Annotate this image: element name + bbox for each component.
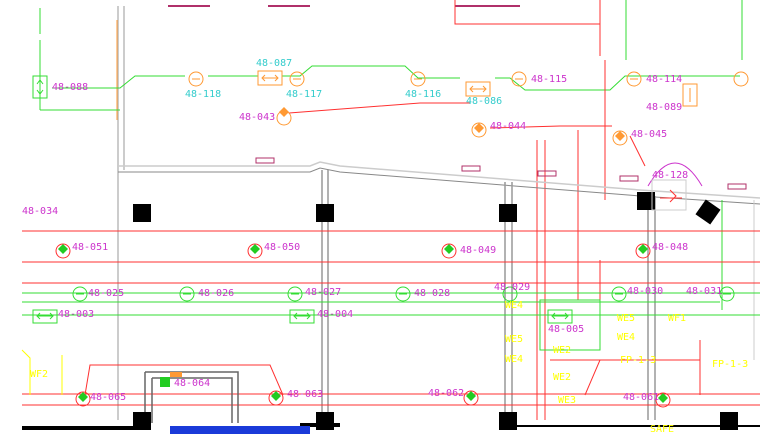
- note-we2: WE2: [553, 345, 571, 356]
- device-48-051: 48-051: [55, 242, 108, 259]
- note-we5: WE5: [505, 334, 523, 345]
- device-48-128: 48-128: [647, 162, 703, 211]
- device-48-062: 48-062: [428, 388, 479, 406]
- note-safe: SAFE: [650, 424, 674, 435]
- tag-48-005: 48-005: [548, 324, 584, 335]
- device-48-117: 48-117: [286, 71, 322, 100]
- device-48-063: 48-063: [268, 389, 323, 406]
- sprinkler-row-lower: 48-065 48-064 48-063 48-062 48-061: [75, 372, 671, 408]
- tag-48-049: 48-049: [460, 245, 496, 256]
- device-48-118: 48-118: [185, 71, 221, 100]
- notes-yellow: WE4 WE5 WE4 WE2 WE2 WE3 WE5 WE4 WF1 FP-1…: [30, 300, 748, 435]
- device-48-089: 48-089: [646, 83, 698, 113]
- device-48-005: 48-005: [547, 309, 584, 335]
- tag-48-043: 48-043: [239, 112, 275, 123]
- top-device-row: 48-088 48-087 48-118 48-117 48-116 48-08…: [32, 58, 749, 113]
- tag-48-030: 48-030: [627, 286, 663, 297]
- note-we3: WE3: [558, 395, 576, 406]
- tag-48-044: 48-044: [490, 121, 526, 132]
- device-48-087: 48-087: [256, 58, 292, 86]
- tag-48-061: 48-061: [623, 392, 659, 403]
- device-48-049: 48-049: [441, 243, 496, 259]
- tag-48-128: 48-128: [652, 170, 688, 181]
- tag-48-063: 48-063: [287, 389, 323, 400]
- tag-48-026: 48-026: [198, 288, 234, 299]
- device-48-114: 48-114: [626, 71, 682, 87]
- device-48-025: 48-025: [72, 286, 124, 302]
- tag-48-115: 48-115: [531, 74, 567, 85]
- device-48-004: 48-004: [289, 309, 353, 324]
- sprinkler-row-upper: 48-043 48-044 48-045 48-128: [239, 107, 703, 211]
- tag-48-086: 48-086: [466, 96, 502, 107]
- tag-48-045: 48-045: [631, 129, 667, 140]
- note-wf: WF2: [30, 369, 48, 380]
- device-48-048: 48-048: [635, 242, 688, 259]
- tag-48-117: 48-117: [286, 89, 322, 100]
- device-row-green: 48-025 48-026 48-027 48-028 48-029 48-03…: [32, 282, 735, 335]
- tag-48-031: 48-031: [686, 286, 722, 297]
- tag-48-029: 48-029: [494, 282, 530, 293]
- tag-48-088: 48-088: [52, 82, 88, 93]
- tag-48-065: 48-065: [90, 392, 126, 403]
- device-48-029: 48-029: [494, 282, 530, 302]
- device-48-028: 48-028: [395, 286, 450, 302]
- tag-48-048: 48-048: [652, 242, 688, 253]
- device-48-030: 48-030: [611, 286, 663, 302]
- note-we: WE4: [505, 300, 523, 311]
- tag-48-025: 48-025: [88, 288, 124, 299]
- device-48-045: 48-045: [612, 129, 667, 146]
- device-48-061: 48-061: [623, 392, 671, 408]
- device-48-026: 48-026: [179, 286, 234, 302]
- tag-48-118: 48-118: [185, 89, 221, 100]
- sprinkler-row-middle: 48-051 48-050 48-049 48-048: [55, 242, 688, 259]
- note-we2: WE2: [553, 372, 571, 383]
- note-we: WE4: [505, 354, 523, 365]
- tag-48-116: 48-116: [405, 89, 441, 100]
- note-we5: WE5: [617, 313, 635, 324]
- tag-48-064: 48-064: [174, 378, 210, 389]
- device-48-065: 48-065: [75, 391, 126, 407]
- device-48-050: 48-050: [247, 242, 300, 259]
- tag-48-028: 48-028: [414, 288, 450, 299]
- device-48-064: 48-064: [160, 372, 210, 389]
- device-48-031: 48-031: [686, 286, 735, 302]
- note-wf1: WF1: [668, 313, 686, 324]
- device-48-027: 48-027: [287, 286, 341, 302]
- wall-tags: [255, 157, 747, 190]
- device-48-044: 48-044: [471, 121, 526, 138]
- note-we4: WE4: [617, 332, 635, 343]
- device-48-086: 48-086: [465, 81, 502, 107]
- device-right-edge: [733, 71, 749, 87]
- tag-48-027: 48-027: [305, 287, 341, 298]
- tag-48-004: 48-004: [317, 309, 353, 320]
- tag-48-087: 48-087: [256, 58, 292, 69]
- note-fp: FP-1-3: [712, 359, 748, 370]
- note-fp: FP-1-3: [620, 355, 656, 366]
- device-48-043: 48-043: [239, 107, 292, 126]
- device-48-088: 48-088: [32, 75, 88, 99]
- tag-48-062: 48-062: [428, 388, 464, 399]
- tag-48-050: 48-050: [264, 242, 300, 253]
- tag-48-003: 48-003: [58, 309, 94, 320]
- tag-48-051: 48-051: [72, 242, 108, 253]
- device-48-116: 48-116: [405, 71, 441, 100]
- structural-columns: [133, 192, 738, 430]
- note-48-034: 48-034: [22, 206, 58, 217]
- tag-48-089: 48-089: [646, 102, 682, 113]
- device-48-003: 48-003: [32, 309, 94, 324]
- tag-48-114: 48-114: [646, 74, 682, 85]
- device-48-115: 48-115: [511, 71, 567, 87]
